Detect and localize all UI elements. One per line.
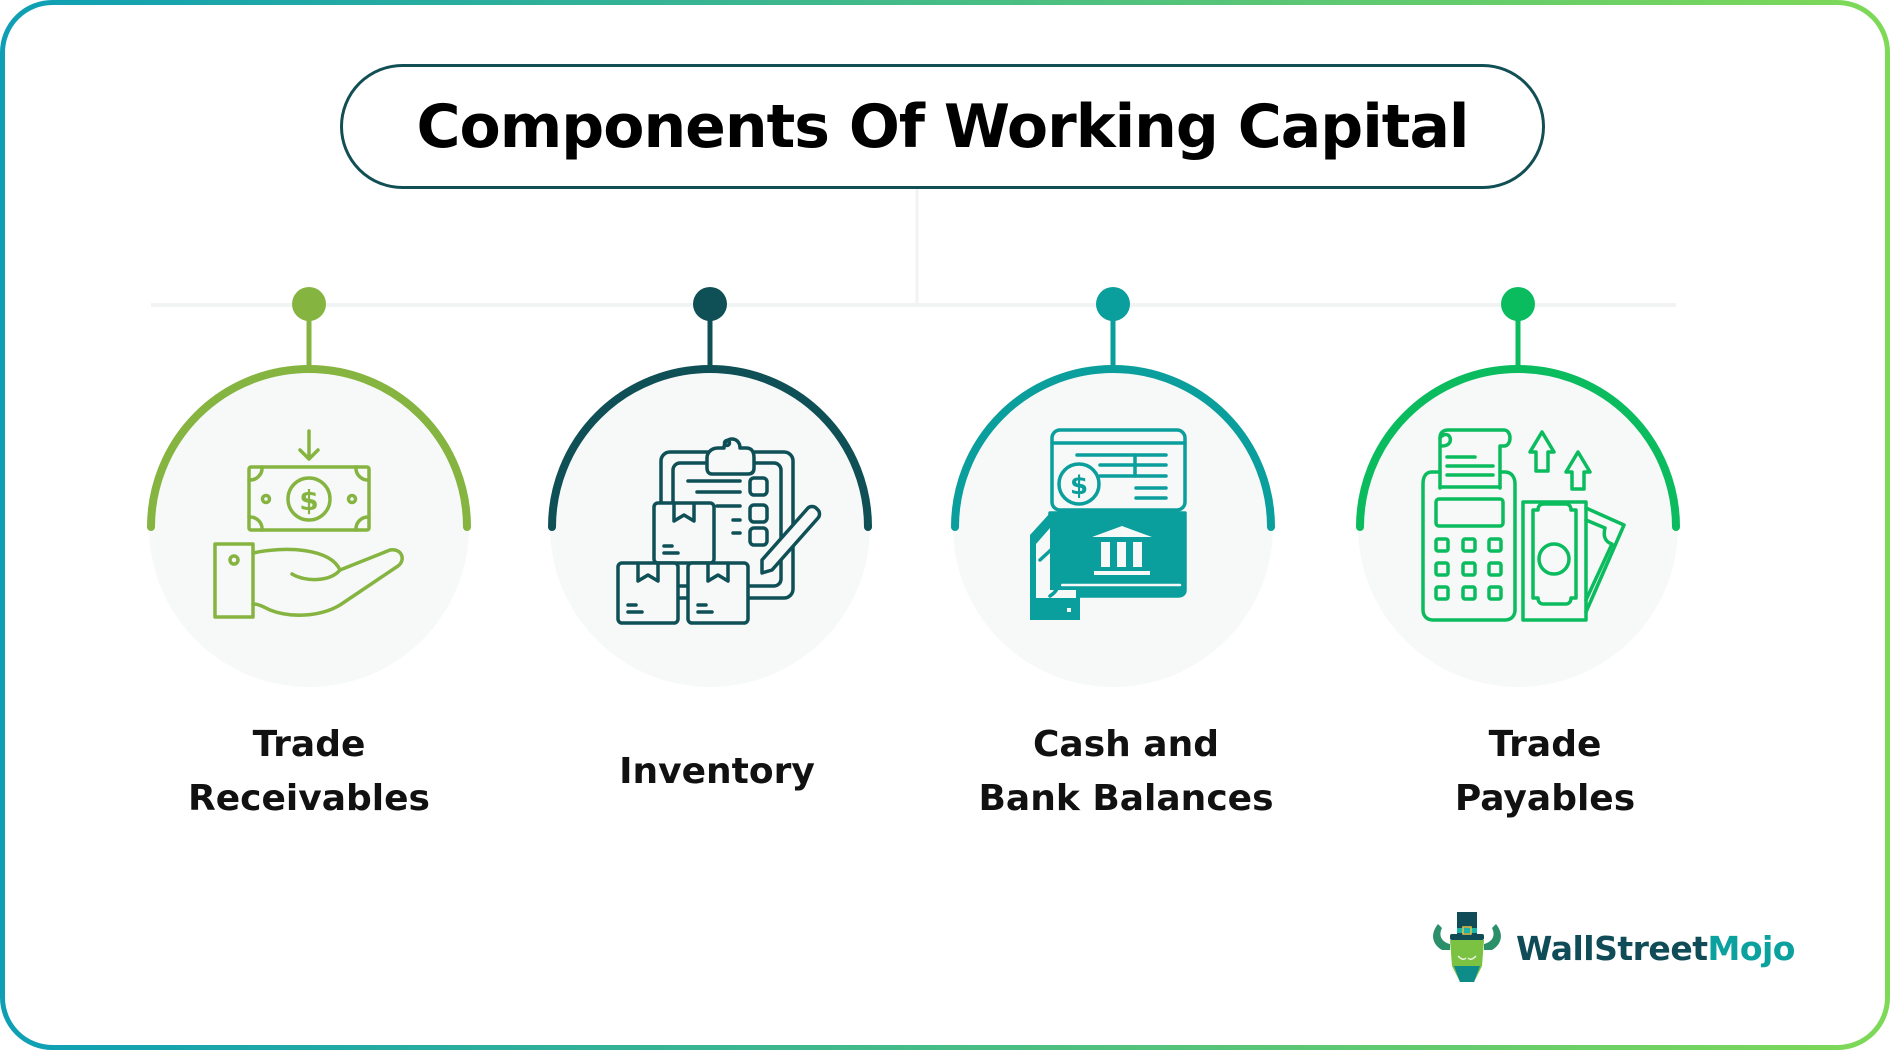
label-line-1: Trade: [252, 724, 366, 765]
component-trade-receivables: $: [147, 287, 471, 687]
label-trade-payables: Trade Payables: [1355, 718, 1735, 826]
clipboard-boxes-icon: [616, 437, 822, 625]
label-line-2: Bank Balances: [978, 778, 1274, 819]
label-line-1: Trade: [1488, 724, 1602, 765]
logo-text-mojo: Mojo: [1707, 928, 1795, 968]
label-line-2: Payables: [1454, 778, 1636, 819]
label-line-1: Inventory: [619, 751, 815, 792]
component-inventory: [548, 287, 872, 687]
label-line-2: Receivables: [188, 778, 430, 819]
label-trade-receivables: Trade Receivables: [119, 718, 499, 826]
label-inventory: Inventory: [527, 745, 907, 799]
bull-top-hat-icon: [1433, 912, 1501, 982]
svg-text:$: $: [299, 484, 318, 517]
wallstreetmojo-logo: WallStreetMojo: [1428, 910, 1795, 986]
label-line-1: Cash and: [1033, 724, 1219, 765]
title-pill: Components Of Working Capital: [340, 64, 1545, 189]
page-title: Components Of Working Capital: [416, 91, 1470, 162]
component-cash-and-bank-balances: $: [951, 287, 1275, 687]
component-trade-payables: [1356, 287, 1680, 687]
bank-card-payment-icon: $: [1030, 428, 1187, 620]
label-cash-and-bank-balances: Cash and Bank Balances: [936, 718, 1316, 826]
hand-receiving-money-icon: $: [213, 429, 404, 619]
logo-text-wallstreet: WallStreet: [1516, 928, 1708, 968]
pos-terminal-money-icon: [1421, 428, 1626, 622]
svg-text:$: $: [1070, 471, 1088, 501]
logo-wordmark: WallStreetMojo: [1516, 929, 1795, 968]
